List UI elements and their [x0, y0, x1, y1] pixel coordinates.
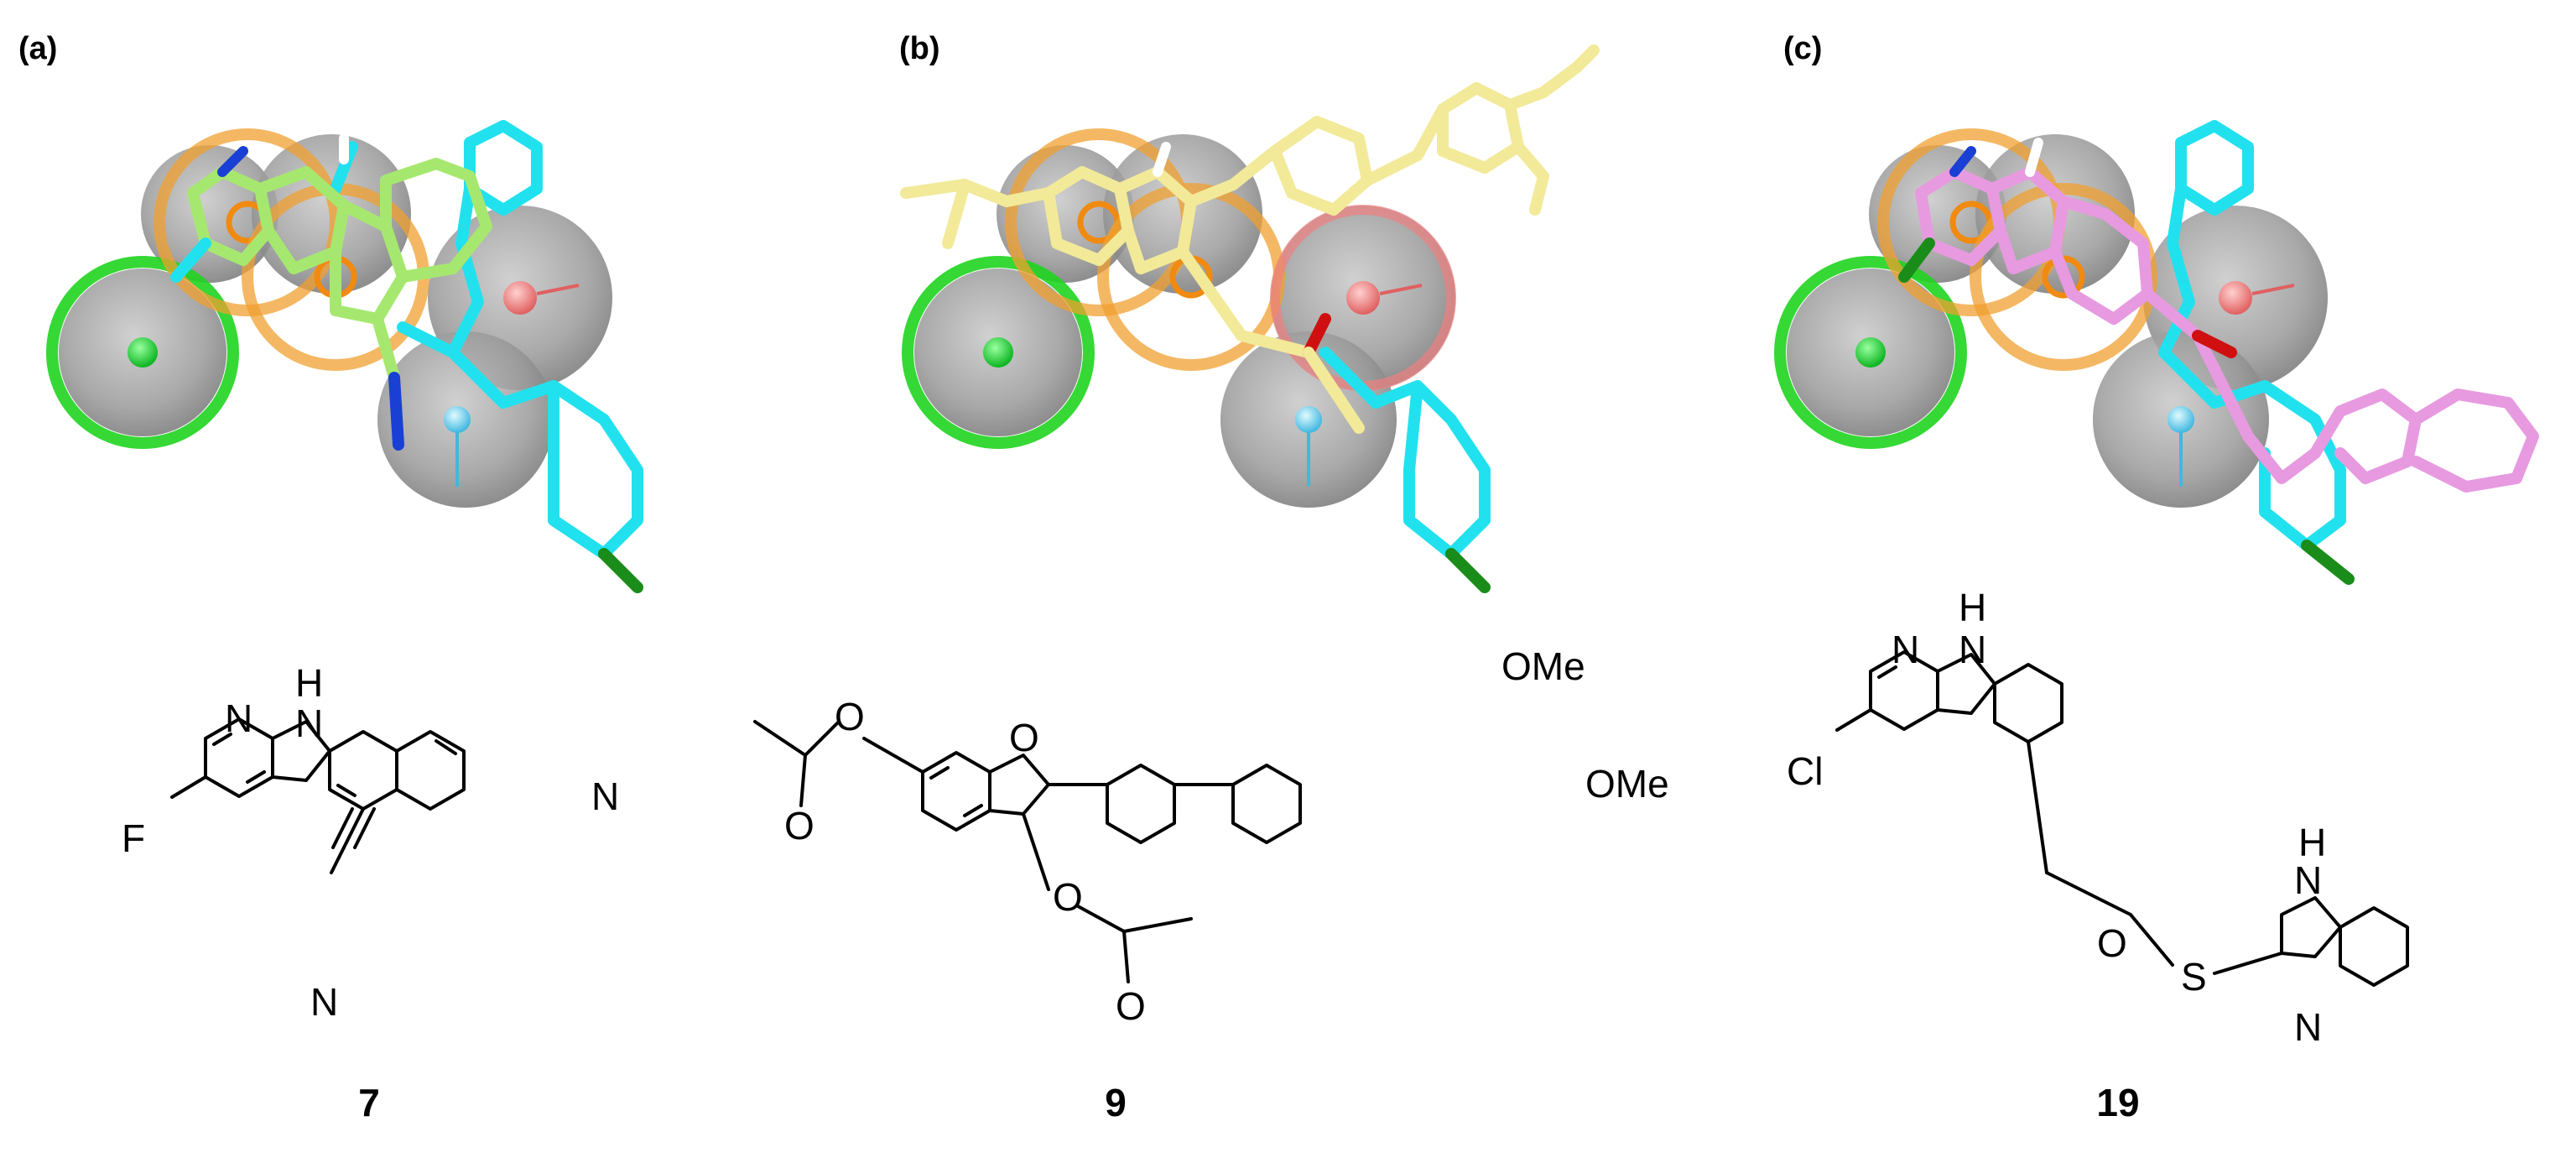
atom-O3-9: O [784, 804, 814, 847]
compound-label-19: 19 [2096, 1081, 2139, 1124]
atom-N1-19: N [1892, 628, 1919, 671]
hydrophobic-center [1855, 337, 1886, 368]
panel-label-c: (c) [1783, 31, 1822, 66]
hbd-feature [2167, 406, 2194, 433]
hydrophobic-feature [46, 256, 239, 449]
structure-compound-19 [1835, 650, 2409, 987]
atom-N1-7: N [225, 696, 252, 740]
ligand-7-sticks [170, 133, 492, 451]
ligand-19-sticks [1898, 138, 2539, 493]
atom-OMe1-9: OMe [1501, 644, 1585, 688]
atom-H2-19: H [2298, 821, 2326, 864]
ligand-9-sticks [900, 44, 1600, 434]
atom-N2-7: N [591, 774, 619, 818]
template-ligand-sticks [2158, 120, 2355, 585]
atom-O-19: O [2097, 921, 2127, 965]
hba-vector [2251, 284, 2295, 295]
hydrophobic-feature [1774, 256, 1967, 449]
atom-H-19: H [1959, 586, 1986, 629]
atom-O1-9: O [1009, 716, 1039, 759]
hba-feature [1346, 281, 1380, 315]
atom-NH-19: N [1959, 628, 1986, 671]
atom-O4-9: O [1053, 875, 1083, 919]
hbd-feature [1295, 406, 1322, 433]
panel-label-b: (b) [899, 31, 940, 66]
panel-label-a: (a) [18, 31, 57, 66]
hydrophobic-feature [902, 256, 1095, 449]
structure-compound-7 [170, 717, 466, 874]
atom-NH-7: N [295, 701, 323, 745]
atom-O5-9: O [1116, 984, 1146, 1028]
structure-compound-9 [753, 720, 1302, 983]
compound-label-9: 9 [1105, 1081, 1127, 1124]
hydrophobic-center [983, 337, 1013, 368]
pharmacophore-model-c [1774, 120, 2539, 585]
atom-O2-9: O [835, 695, 865, 738]
template-ligand-sticks [1319, 347, 1491, 593]
atom-Cl-19: Cl [1787, 749, 1823, 793]
hba-vector [1379, 284, 1423, 295]
atom-N3-19: N [2294, 1005, 2322, 1049]
hydrophobic-center [127, 337, 158, 368]
compound-label-7: 7 [358, 1081, 380, 1124]
pharmacophore-model-a [46, 120, 643, 593]
atom-S-19: S [2181, 955, 2207, 999]
atom-H-7: H [295, 661, 323, 705]
hbd-feature [444, 406, 471, 433]
hba-feature [2219, 281, 2252, 315]
hba-feature [503, 281, 537, 315]
atom-NH2-19: N [2294, 858, 2322, 902]
pharmacophore-model-b [900, 44, 1600, 593]
atom-F-7: F [122, 816, 145, 860]
atom-OMe2-9: OMe [1585, 762, 1669, 806]
hba-vector [536, 284, 580, 295]
atom-Ncn-7: N [310, 980, 338, 1024]
